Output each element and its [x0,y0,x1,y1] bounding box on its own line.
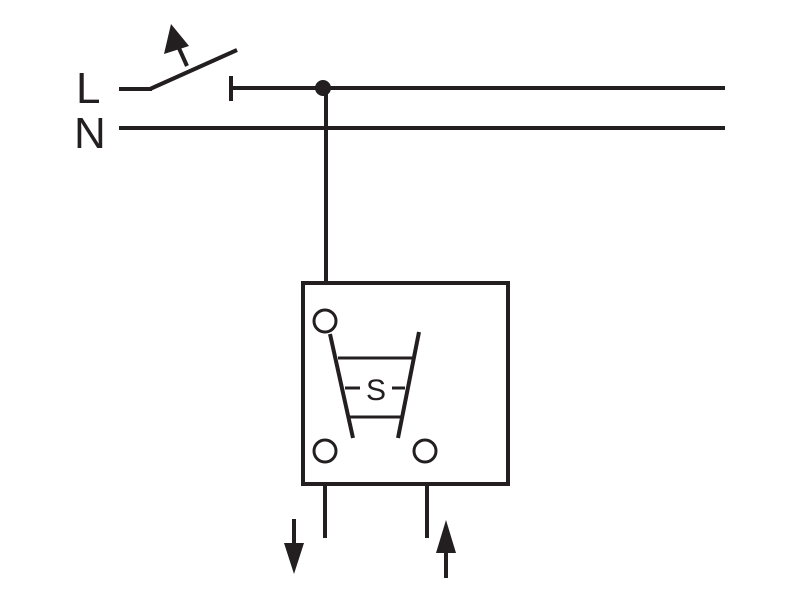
contact-blade-right [396,331,421,439]
line-conductor-L [119,48,725,101]
device-housing [301,281,510,486]
terminal-input [312,308,338,334]
label-neutral-N: N [74,109,106,158]
contact-blade-left [328,333,355,439]
junction-dot [315,80,331,96]
main-switch-blade [149,48,238,91]
label-line-L: L [76,64,100,113]
switch-actuation-arrow-icon [164,24,189,67]
terminal-output-2 [412,438,438,464]
switch-device: S [301,281,510,486]
arrow-up-icon [436,520,456,578]
switch-label-S: S [366,374,386,407]
arrow-down-icon [284,519,304,574]
terminal-output-1 [312,438,338,464]
